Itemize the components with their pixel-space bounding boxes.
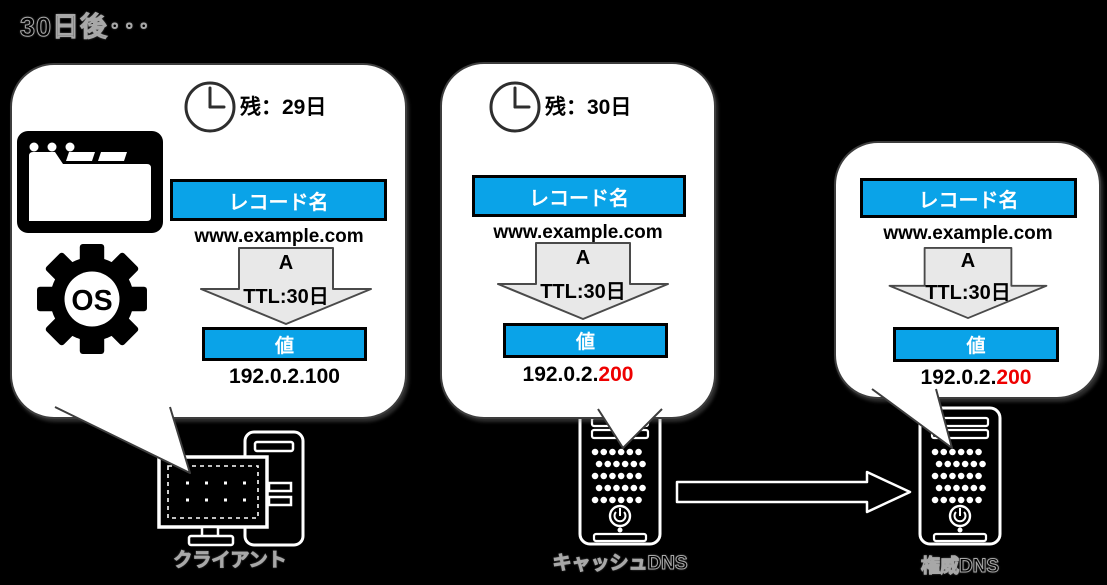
right-arrow-icon bbox=[675, 470, 912, 514]
ttl-remaining-client: 残：29日 bbox=[240, 96, 327, 119]
down-arrow-icon bbox=[497, 242, 669, 320]
ip-red-part: 200 bbox=[996, 366, 1032, 389]
os-gear-icon: OS bbox=[37, 244, 147, 354]
browser-window-icon bbox=[17, 131, 163, 233]
record-name-value: www.example.com bbox=[194, 226, 364, 247]
bubble-tail-auth-dns bbox=[871, 388, 953, 449]
device-label-cache-dns: キャッシュDNS bbox=[552, 553, 688, 575]
ttl-remaining-cache: 残：30日 bbox=[545, 96, 632, 119]
os-label: OS bbox=[71, 285, 112, 317]
record-name-value: www.example.com bbox=[883, 223, 1053, 244]
ip-address: 192.0.2.200 bbox=[443, 363, 713, 387]
down-arrow-icon bbox=[200, 247, 372, 325]
ip-address: 192.0.2.200 bbox=[841, 366, 1107, 390]
page-title: 30日後･･･ bbox=[20, 12, 152, 43]
desktop-computer-icon bbox=[157, 430, 305, 547]
device-label-auth-dns: 権威DNS bbox=[920, 556, 1000, 578]
value-label: 値 bbox=[893, 327, 1059, 362]
record-name-label: レコード名 bbox=[170, 179, 387, 221]
value-label: 値 bbox=[503, 323, 668, 358]
ip-address: 192.0.2.100 bbox=[142, 365, 427, 389]
record-type: A bbox=[960, 250, 976, 272]
speech-bubble-cache-dns: 残：30日 レコード名 www.example.com A TTL:30日 値 … bbox=[440, 62, 716, 419]
bubble-tail-client bbox=[54, 406, 191, 474]
ip-black-part: 192.0.2. bbox=[522, 363, 599, 386]
record-name-label: レコード名 bbox=[472, 175, 686, 217]
clock-icon bbox=[489, 81, 541, 133]
down-arrow-icon bbox=[888, 247, 1048, 319]
speech-bubble-client: 残：29日 OS レコード名 www.example.com A TTL:30日… bbox=[10, 63, 407, 419]
ttl-value: TTL:30日 bbox=[243, 286, 329, 308]
ip-black-part: 192.0.2. bbox=[920, 366, 997, 389]
clock-icon bbox=[184, 81, 236, 133]
ip-red-part: 200 bbox=[598, 363, 634, 386]
speech-bubble-auth-dns: レコード名 www.example.com A TTL:30日 値 192.0.… bbox=[834, 141, 1101, 399]
ttl-value: TTL:30日 bbox=[540, 281, 626, 303]
bubble-tail-cache-dns bbox=[597, 408, 663, 449]
record-type: A bbox=[575, 247, 591, 269]
ip-black-part: 192.0.2.100 bbox=[229, 365, 340, 388]
value-label: 値 bbox=[202, 327, 367, 361]
record-name-label: レコード名 bbox=[860, 178, 1077, 218]
record-name-value: www.example.com bbox=[493, 222, 663, 243]
ttl-value: TTL:30日 bbox=[925, 282, 1011, 304]
device-label-client: クライアント bbox=[173, 550, 287, 572]
record-type: A bbox=[278, 252, 294, 274]
